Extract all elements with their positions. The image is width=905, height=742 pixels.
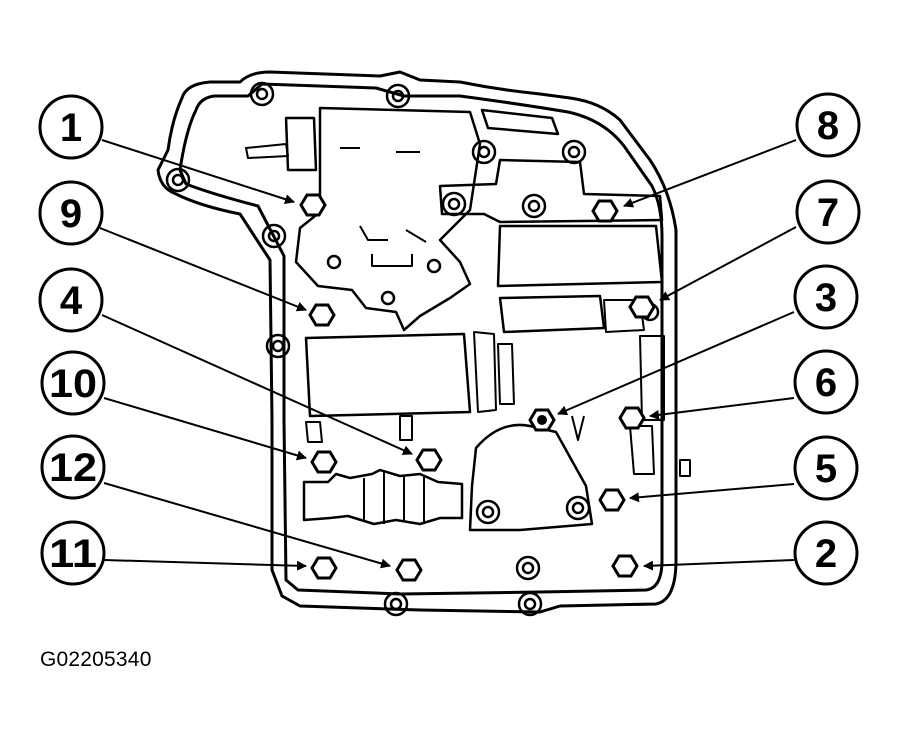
bolt-8 — [591, 199, 619, 223]
callout-circle-2 — [793, 520, 859, 586]
callout-label-12: 12 — [49, 446, 97, 490]
leader-5 — [629, 483, 795, 503]
leader-3 — [557, 311, 795, 416]
bolt-6 — [618, 406, 646, 430]
bolt-7 — [628, 295, 656, 319]
callout-label-4: 4 — [60, 279, 83, 323]
callout-circle-4 — [38, 267, 104, 333]
callout-circle-9 — [38, 180, 104, 246]
callout-label-1: 1 — [60, 106, 82, 150]
callout-labels: 1 2 3 4 5 6 7 8 9 10 11 12 — [49, 104, 839, 576]
callout-circle-10 — [40, 350, 106, 416]
callout-label-9: 9 — [60, 192, 82, 236]
leader-8 — [623, 139, 797, 208]
callout-label-2: 2 — [815, 532, 837, 576]
leader-11 — [103, 559, 307, 571]
callout-label-6: 6 — [815, 361, 837, 405]
valve-body-outline — [156, 70, 691, 614]
bolt-12 — [395, 558, 423, 582]
perimeter-bolts — [165, 81, 660, 617]
callout-label-3: 3 — [815, 276, 837, 320]
bolt-4 — [415, 448, 443, 472]
callout-label-8: 8 — [817, 104, 839, 148]
bolt-9 — [308, 303, 336, 327]
leader-9 — [99, 227, 307, 312]
callout-label-11: 11 — [49, 532, 97, 576]
callout-circle-12 — [40, 434, 106, 500]
leader-12 — [103, 482, 391, 569]
callout-circle-8 — [795, 92, 861, 158]
leader-1 — [101, 139, 295, 204]
bolt-10 — [310, 450, 338, 474]
callout-circle-11 — [40, 520, 106, 586]
callout-circles — [38, 92, 861, 586]
leader-lines — [99, 139, 797, 571]
bolt-11 — [310, 556, 338, 580]
callout-circle-6 — [793, 349, 859, 415]
leader-2 — [643, 559, 795, 571]
callout-label-10: 10 — [49, 362, 97, 406]
bolt-5 — [598, 488, 626, 512]
callout-circle-1 — [38, 94, 104, 160]
leader-4 — [101, 314, 413, 455]
bolt-1 — [299, 193, 327, 217]
bolt-2 — [611, 554, 639, 578]
callout-label-7: 7 — [817, 191, 839, 235]
callout-circle-3 — [793, 264, 859, 330]
target-bolts — [299, 193, 656, 582]
callout-circle-5 — [793, 435, 859, 501]
leader-7 — [659, 226, 797, 301]
callout-label-5: 5 — [815, 447, 837, 491]
leader-6 — [649, 397, 795, 420]
leader-10 — [103, 397, 307, 461]
callout-circle-7 — [795, 179, 861, 245]
figure-id: G02205340 — [40, 648, 152, 671]
